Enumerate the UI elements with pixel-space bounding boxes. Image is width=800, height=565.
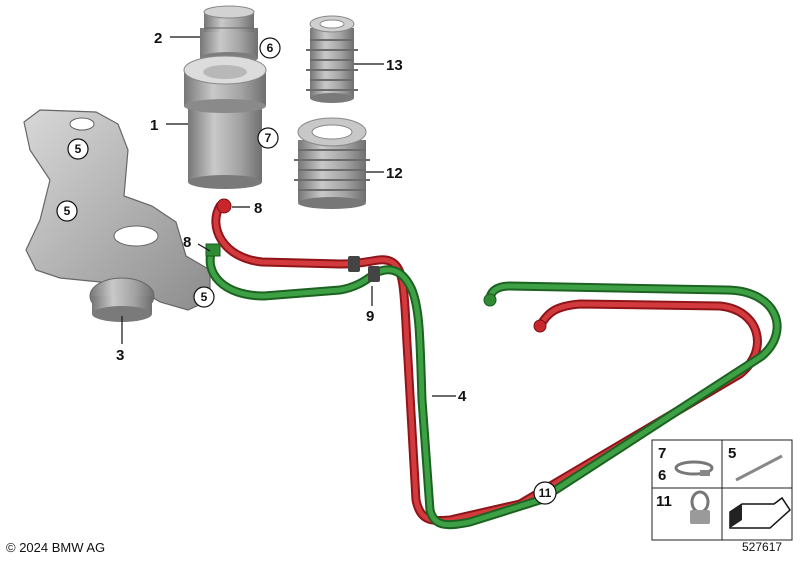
callout-12: 12 [386, 165, 403, 182]
svg-text:7: 7 [265, 131, 272, 145]
reservoir-small [200, 5, 258, 64]
svg-text:6: 6 [267, 41, 274, 55]
circled-callout-7: 7 [257, 127, 279, 149]
legend-label-5: 5 [728, 445, 736, 462]
callout-8-top: 8 [254, 200, 262, 217]
reservoir-large [183, 55, 267, 189]
circled-callout-11: 11 [533, 481, 557, 505]
callout-9: 9 [366, 308, 374, 325]
hose-clamp [348, 256, 380, 282]
callout-8-bottom: 8 [183, 234, 191, 251]
svg-text:5: 5 [201, 290, 208, 304]
hose-red [211, 198, 762, 526]
callout-2: 2 [154, 30, 162, 47]
callout-3: 3 [116, 347, 124, 364]
circled-callout-5-top: 5 [67, 138, 89, 160]
circled-callout-5-middle: 5 [56, 200, 78, 222]
svg-text:5: 5 [75, 142, 82, 156]
circled-callout-5-bottom: 5 [193, 286, 215, 308]
copyright-text: © 2024 BMW AG [6, 540, 106, 555]
legend-cell-arrow [729, 496, 791, 529]
svg-text:11: 11 [539, 486, 552, 500]
legend-cell-cable-tie: 5 [728, 445, 783, 482]
circled-callout-6: 6 [259, 37, 281, 59]
leader-lines [121, 36, 456, 397]
bellows-small [306, 15, 358, 103]
legend-panel: 7 6 5 11 [651, 439, 793, 541]
callout-13: 13 [386, 57, 403, 74]
legend-cell-clip: 11 [656, 490, 710, 524]
diagram-id: 527617 [742, 540, 783, 554]
svg-text:5: 5 [64, 204, 71, 218]
hose-green [205, 243, 782, 530]
legend-label-7: 7 [658, 445, 666, 462]
mounting-bracket [23, 109, 211, 322]
callout-4: 4 [458, 388, 467, 405]
bellows-large [294, 117, 370, 209]
legend-cell-clamp: 7 6 [658, 445, 714, 484]
legend-label-11: 11 [656, 493, 672, 510]
legend-label-6: 6 [658, 467, 666, 484]
callout-1: 1 [150, 117, 158, 134]
